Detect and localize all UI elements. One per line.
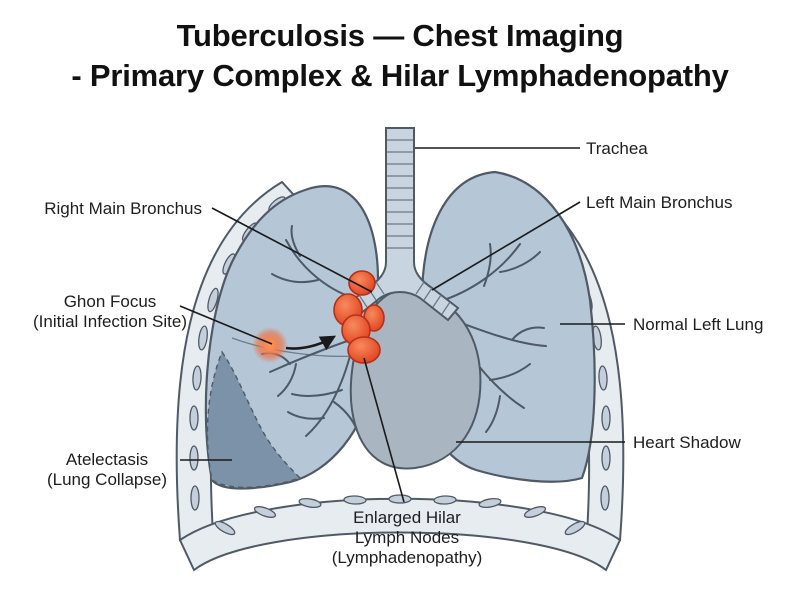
- title-line-2: - Primary Complex & Hilar Lymphadenopath…: [71, 58, 729, 93]
- label-normal-left-lung: Normal Left Lung: [633, 315, 764, 334]
- label-atelectasis: Atelectasis (Lung Collapse): [32, 450, 182, 490]
- label-left-main-bronchus: Left Main Bronchus: [586, 193, 733, 212]
- label-right-main-bronchus: Right Main Bronchus: [44, 199, 202, 218]
- label-atelectasis-line2: (Lung Collapse): [46, 470, 167, 489]
- label-hilar-nodes-line1: Enlarged Hilar: [353, 508, 461, 527]
- label-atelectasis-line1: Atelectasis: [65, 450, 149, 469]
- label-trachea: Trachea: [586, 139, 648, 158]
- label-hilar-lymph-nodes: Enlarged Hilar Lymph Nodes (Lymphadenopa…: [322, 508, 492, 568]
- spread-arrow: [285, 335, 337, 351]
- hilar-lymph-nodes: [333, 270, 385, 364]
- title-line-1: Tuberculosis — Chest Imaging: [176, 18, 624, 53]
- atelectasis-region: [206, 350, 302, 489]
- leader-lines: [179, 147, 625, 503]
- right-lung: [204, 185, 380, 490]
- label-ghon-focus-line2: (Initial Infection Site): [32, 312, 187, 331]
- label-hilar-nodes-line3: (Lymphadenopathy): [331, 548, 483, 567]
- label-hilar-nodes-line2: Lymph Nodes: [354, 528, 460, 547]
- label-ghon-focus-line1: Ghon Focus: [63, 292, 157, 311]
- label-heart-shadow: Heart Shadow: [633, 433, 741, 452]
- label-ghon-focus: Ghon Focus (Initial Infection Site): [30, 292, 190, 332]
